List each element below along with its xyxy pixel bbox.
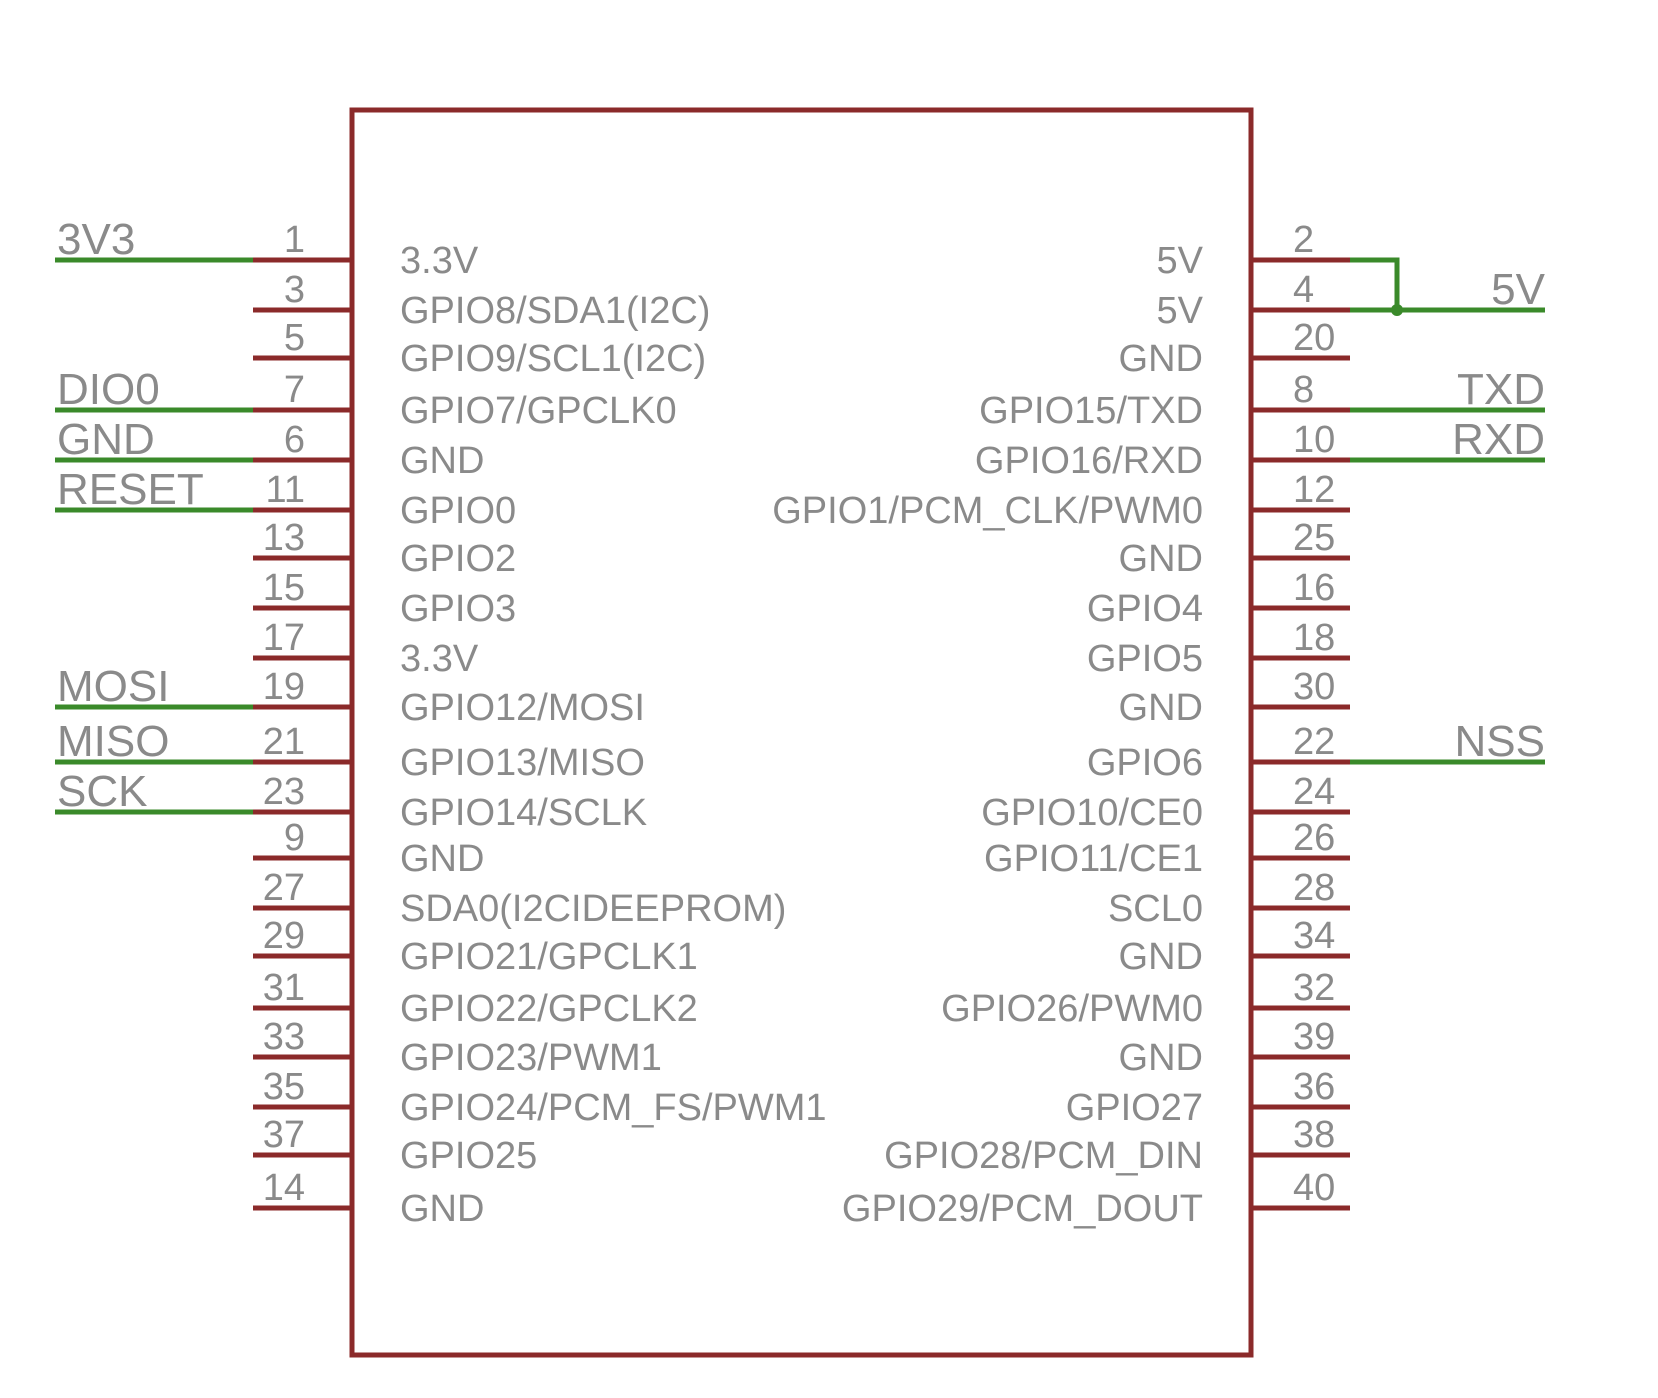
pin-number-18: 18 [1293, 617, 1335, 659]
pin-name-31: GPIO22/GPCLK2 [400, 988, 698, 1030]
pin-number-26: 26 [1293, 817, 1335, 859]
pin-name-32: GPIO26/PWM0 [941, 988, 1203, 1030]
pin-name-8: GPIO15/TXD [979, 390, 1203, 432]
pin-name-21: GPIO13/MISO [400, 742, 645, 784]
pin-name-1: 3.3V [400, 240, 479, 282]
net-label-mosi: MOSI [57, 662, 169, 711]
component-body [349, 107, 1254, 1358]
pin-name-17: 3.3V [400, 638, 479, 680]
pin-name-11: GPIO0 [400, 490, 516, 532]
pin-name-27: SDA0(I2CIDEEPROM) [400, 888, 786, 930]
pin-name-14: GND [400, 1188, 484, 1230]
pin-number-39: 39 [1293, 1016, 1335, 1058]
pin-number-14: 14 [263, 1167, 305, 1209]
pin-number-10: 10 [1293, 419, 1335, 461]
pin-number-13: 13 [263, 517, 305, 559]
pin-number-40: 40 [1293, 1167, 1335, 1209]
pin-number-24: 24 [1293, 771, 1335, 813]
pin-number-16: 16 [1293, 567, 1335, 609]
pin-number-4: 4 [1293, 269, 1314, 311]
net-label-3v3: 3V3 [57, 215, 135, 264]
pin-name-38: GPIO28/PCM_DIN [884, 1135, 1203, 1177]
pin-name-15: GPIO3 [400, 588, 516, 630]
pin-name-33: GPIO23/PWM1 [400, 1037, 662, 1079]
pin-name-7: GPIO7/GPCLK0 [400, 390, 677, 432]
pin-number-35: 35 [263, 1066, 305, 1108]
pin-name-9: GND [400, 838, 484, 880]
pin-name-12: GPIO1/PCM_CLK/PWM0 [772, 490, 1203, 532]
net-label-sck: SCK [57, 767, 147, 816]
pin-number-8: 8 [1293, 369, 1314, 411]
pin-number-31: 31 [263, 967, 305, 1009]
pin-name-40: GPIO29/PCM_DOUT [842, 1188, 1203, 1230]
net-label-gnd: GND [57, 415, 155, 464]
pin-name-6: GND [400, 440, 484, 482]
pin-number-30: 30 [1293, 666, 1335, 708]
pin-number-25: 25 [1293, 517, 1335, 559]
pin-number-29: 29 [263, 915, 305, 957]
pin-number-5: 5 [284, 317, 305, 359]
pin-number-12: 12 [1293, 469, 1335, 511]
junction-dot [1391, 304, 1403, 316]
pin-name-13: GPIO2 [400, 538, 516, 580]
pin-number-28: 28 [1293, 867, 1335, 909]
pin-number-3: 3 [284, 269, 305, 311]
pin-number-33: 33 [263, 1016, 305, 1058]
pin-name-37: GPIO25 [400, 1135, 537, 1177]
pin-name-28: SCL0 [1108, 888, 1203, 930]
net-label-5v: 5V [1491, 265, 1545, 314]
pin-number-38: 38 [1293, 1114, 1335, 1156]
pin-number-36: 36 [1293, 1066, 1335, 1108]
pin-number-22: 22 [1293, 721, 1335, 763]
pin-name-4: 5V [1157, 290, 1204, 332]
pin-number-23: 23 [263, 771, 305, 813]
pin-name-34: GND [1119, 936, 1203, 978]
pin-number-21: 21 [263, 721, 305, 763]
net-label-nss: NSS [1455, 717, 1545, 766]
pin-name-25: GND [1119, 538, 1203, 580]
pin-name-19: GPIO12/MOSI [400, 687, 645, 729]
pin-number-2: 2 [1293, 219, 1314, 261]
net-label-txd: TXD [1457, 365, 1545, 414]
pin-name-2: 5V [1157, 240, 1204, 282]
pin-number-6: 6 [284, 419, 305, 461]
pin-name-23: GPIO14/SCLK [400, 792, 647, 834]
pin-number-20: 20 [1293, 317, 1335, 359]
net-label-miso: MISO [57, 717, 169, 766]
pin-number-7: 7 [284, 369, 305, 411]
net-label-rxd: RXD [1452, 415, 1545, 464]
pin-number-19: 19 [263, 666, 305, 708]
net-label-reset: RESET [57, 465, 204, 514]
pin-number-37: 37 [263, 1114, 305, 1156]
net-bridge-wire [1350, 257, 1400, 310]
pin-name-26: GPIO11/CE1 [984, 838, 1203, 880]
pin-name-36: GPIO27 [1066, 1087, 1203, 1129]
pin-number-27: 27 [263, 867, 305, 909]
pin-number-1: 1 [284, 219, 305, 261]
pin-number-32: 32 [1293, 967, 1335, 1009]
pin-number-34: 34 [1293, 915, 1335, 957]
pin-name-10: GPIO16/RXD [975, 440, 1203, 482]
pin-number-17: 17 [263, 617, 305, 659]
pin-name-39: GND [1119, 1037, 1203, 1079]
pin-name-18: GPIO5 [1087, 638, 1203, 680]
pin-name-29: GPIO21/GPCLK1 [400, 936, 698, 978]
pin-number-11: 11 [266, 469, 305, 511]
pin-number-9: 9 [284, 817, 305, 859]
pin-name-35: GPIO24/PCM_FS/PWM1 [400, 1087, 827, 1129]
net-label-dio0: DIO0 [57, 365, 160, 414]
pin-name-20: GND [1119, 338, 1203, 380]
pin-name-16: GPIO4 [1087, 588, 1203, 630]
pin-name-3: GPIO8/SDA1(I2C) [400, 290, 710, 332]
pin-name-5: GPIO9/SCL1(I2C) [400, 338, 706, 380]
pin-name-30: GND [1119, 687, 1203, 729]
pin-name-24: GPIO10/CE0 [981, 792, 1203, 834]
pin-name-22: GPIO6 [1087, 742, 1203, 784]
pin-number-15: 15 [263, 567, 305, 609]
